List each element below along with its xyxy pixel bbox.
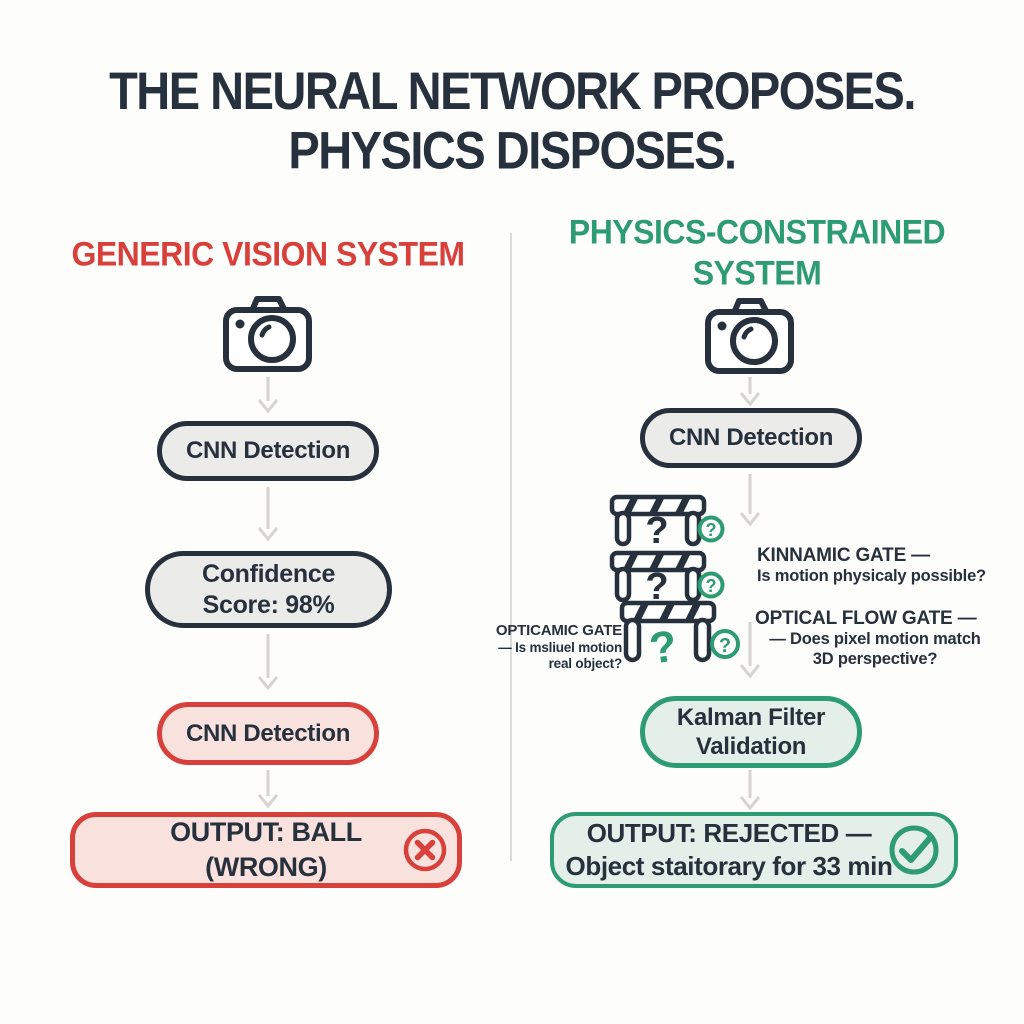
arrow-down-icon bbox=[257, 634, 279, 690]
right-column-header: PHYSICS-CONSTRAINED SYSTEM bbox=[520, 212, 994, 294]
barrier-gate-icon: ? ? bbox=[619, 600, 740, 674]
gate-title: OPTICAMIC GATE bbox=[495, 622, 622, 639]
step-label: Kalman Filter Validation bbox=[677, 703, 825, 762]
title-line1: THE NEURAL NETWORK PROPOSES. bbox=[109, 60, 916, 121]
step-label: CNN Detection bbox=[668, 424, 834, 452]
arrow-down-icon bbox=[739, 770, 761, 810]
question-mark-glyph: ? bbox=[645, 510, 668, 549]
right-output-box: OUTPUT: REJECTED — Object staitorary for… bbox=[550, 812, 958, 888]
gate-desc-line2: 3D perspective? bbox=[812, 649, 938, 668]
gate-desc: Is motion physicaly possible? bbox=[757, 567, 986, 586]
camera-icon bbox=[223, 296, 312, 372]
confidence-line1: Confidence bbox=[201, 560, 336, 588]
column-divider bbox=[510, 233, 512, 861]
kinnamic-gate-label: KINNAMIC GATE — Is motion physicaly poss… bbox=[757, 545, 997, 587]
green-question-glyph: ? bbox=[646, 621, 679, 673]
left-output-box: OUTPUT: BALL (WRONG) bbox=[70, 812, 462, 888]
left-step-cnn-detection: CNN Detection bbox=[157, 421, 379, 481]
output-text: OUTPUT: REJECTED — Object staitorary for… bbox=[566, 817, 943, 884]
error-cross-icon bbox=[403, 828, 447, 872]
arrow-down-icon bbox=[739, 377, 761, 406]
arrow-down-icon bbox=[739, 622, 761, 678]
opticamic-gate-label: OPTICAMIC GATE — Is msliuel motion real … bbox=[488, 622, 622, 672]
output-text: OUTPUT: BALL (WRONG) bbox=[170, 815, 362, 884]
gate-desc-line1: — Is msliuel motion bbox=[498, 639, 622, 655]
step-label: Confidence Score: 98% bbox=[202, 559, 335, 620]
camera-icon bbox=[705, 298, 794, 374]
arrow-down-icon bbox=[257, 377, 279, 413]
left-column-header: GENERIC VISION SYSTEM bbox=[71, 234, 465, 273]
right-header-line2: SYSTEM bbox=[692, 252, 822, 292]
output-line2: Object staitorary for 33 min bbox=[565, 851, 893, 881]
page-title: THE NEURAL NETWORK PROPOSES. PHYSICS DIS… bbox=[0, 60, 1024, 180]
confidence-line2: Score: 98% bbox=[202, 590, 335, 619]
green-question-glyph: ? bbox=[706, 576, 717, 596]
green-question-glyph: ? bbox=[706, 520, 717, 540]
step-label: CNN Detection bbox=[185, 719, 351, 747]
output-line2: (WRONG) bbox=[205, 852, 327, 882]
right-step-kalman-filter: Kalman Filter Validation bbox=[640, 696, 862, 768]
kalman-line1: Kalman Filter bbox=[676, 703, 826, 731]
arrow-down-icon bbox=[739, 474, 761, 526]
barrier-gate-icon: ? ? bbox=[609, 550, 725, 605]
arrow-down-icon bbox=[257, 770, 279, 808]
right-step-cnn-detection: CNN Detection bbox=[640, 408, 862, 468]
left-step-confidence-score: Confidence Score: 98% bbox=[145, 551, 392, 628]
right-header-line1: PHYSICS-CONSTRAINED bbox=[568, 212, 946, 251]
step-label: CNN Detection bbox=[185, 437, 351, 465]
gate-title: OPTICAL FLOW GATE — bbox=[755, 608, 977, 629]
gate-title: KINNAMIC GATE — bbox=[757, 545, 930, 566]
output-line1: OUTPUT: BALL bbox=[170, 817, 362, 848]
gate-desc-line2: real object? bbox=[548, 655, 623, 671]
output-line1: OUTPUT: REJECTED — bbox=[586, 817, 872, 848]
question-mark-glyph: ? bbox=[645, 566, 668, 605]
barrier-gate-icon: ? ? bbox=[609, 494, 725, 549]
gate-desc-line1: — Does pixel motion match bbox=[769, 630, 981, 649]
success-check-icon bbox=[889, 825, 939, 875]
title-line2: PHYSICS DISPOSES. bbox=[288, 119, 737, 180]
green-question-glyph: ? bbox=[719, 635, 731, 657]
arrow-down-icon bbox=[257, 487, 279, 541]
left-step-cnn-detection-2: CNN Detection bbox=[157, 702, 379, 765]
optical-flow-gate-label: OPTICAL FLOW GATE — — Does pixel motion … bbox=[755, 608, 995, 669]
kalman-line2: Validation bbox=[695, 733, 807, 760]
